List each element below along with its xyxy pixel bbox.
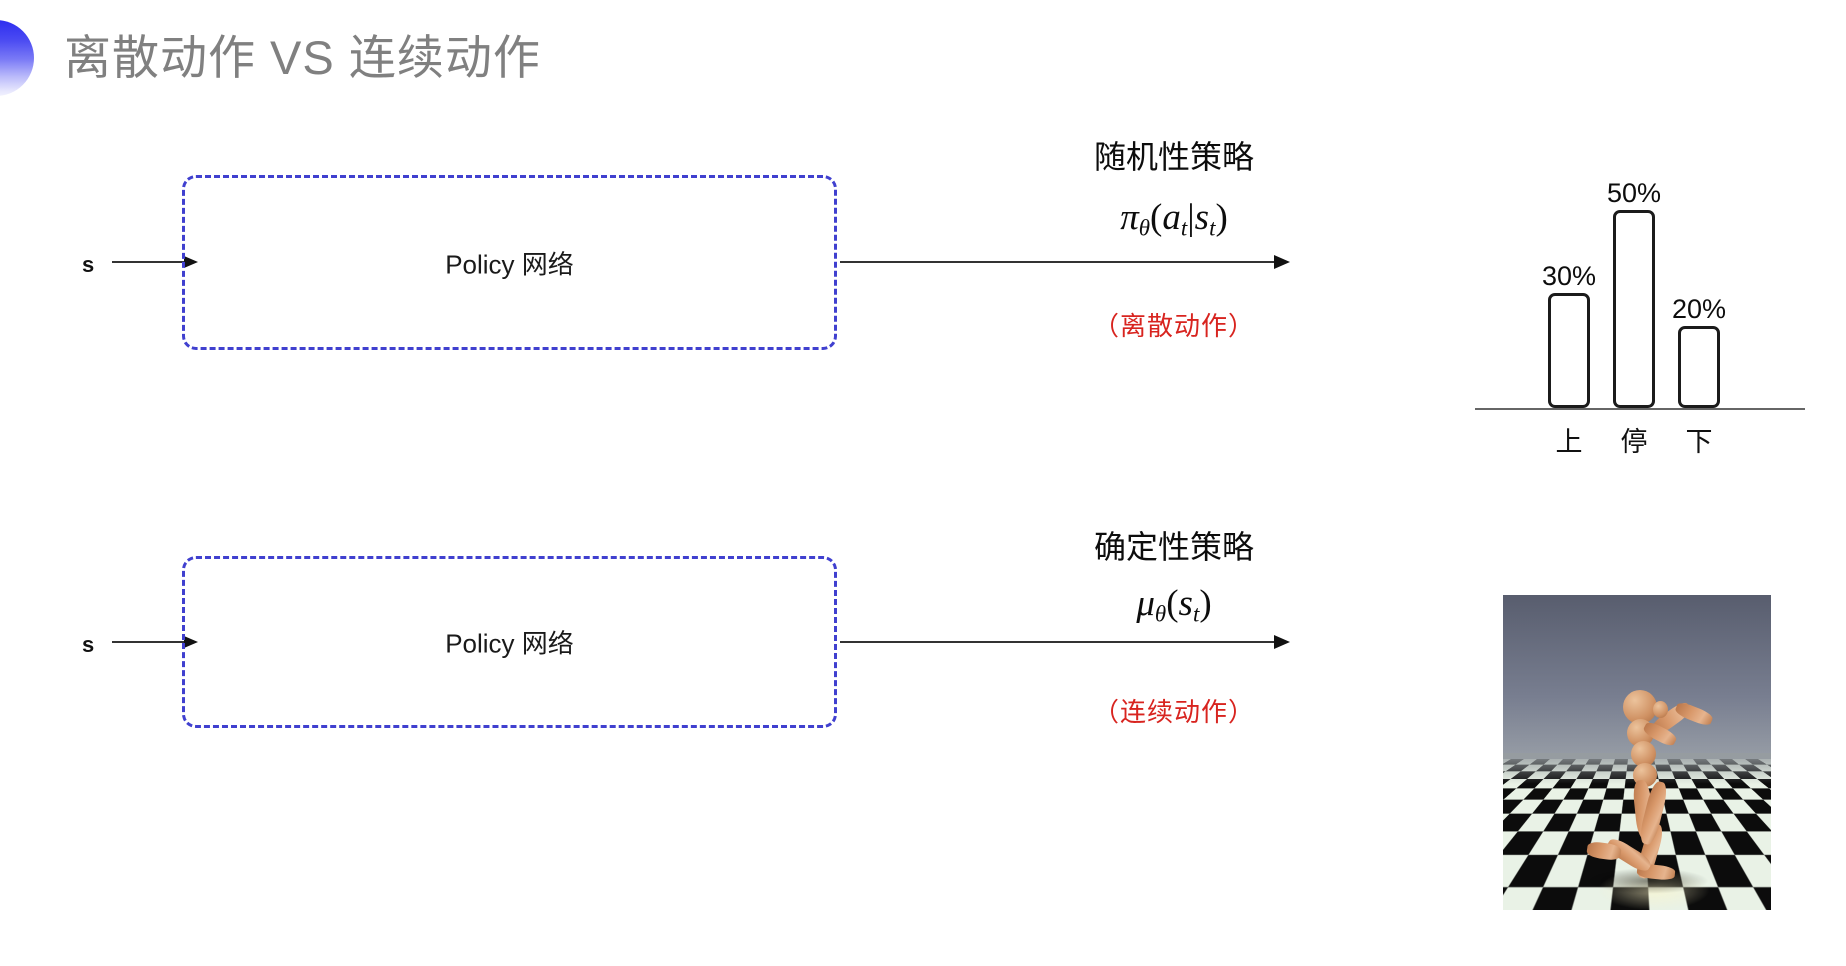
action-tag-row1: （离散动作） [1092,311,1256,341]
bar-stop [1613,210,1655,408]
formula-close-row1: ) [1215,197,1228,238]
formula-arg2-row1: s [1194,197,1210,238]
policy-network-box-row2[interactable]: Policy 网络 [182,556,837,728]
bar-value-up: 30% [1541,261,1597,291]
humanoid-head [1623,690,1657,724]
formula-arg1-sub-row2: t [1192,601,1200,627]
policy-network-label-row1: Policy 网络 [445,249,574,279]
formula-arg1-row1: a [1162,197,1181,238]
humanoid-simulation-image [1503,595,1771,910]
input-arrow-row2 [112,636,198,648]
formula-arg1-sub-row1: t [1180,215,1188,241]
state-label-row2: s [82,632,95,657]
formula-fn-row2: μ [1136,583,1155,624]
input-arrow-row1 [112,256,198,268]
bar-value-down: 20% [1671,294,1727,324]
formula-arg1-row2: s [1178,583,1193,624]
policy-network-label-row2: Policy 网络 [445,628,574,659]
formula-close-row2: ) [1199,583,1212,624]
page-title: 离散动作 VS 连续动作 [64,31,541,84]
policy-kind-row2: 确定性策略 [1093,529,1255,565]
formula-fn-row1: π [1120,197,1139,238]
chart-baseline-axis [1475,408,1805,410]
bar-category-stop: 停 [1620,427,1648,457]
formula-fn-sub-row1: θ [1138,215,1151,241]
formula-bar-row1: | [1187,197,1195,238]
action-tag-row2: （连续动作） [1092,697,1256,727]
action-distribution-bar-chart: 30% 50% 20% 上 停 下 [1470,95,1810,457]
humanoid-abdomen [1631,741,1656,767]
policy-formula-row1: πθ(at|st) [1120,196,1228,241]
formula-fn-sub-row2: θ [1154,601,1167,627]
formula-open-row2: ( [1166,583,1179,624]
policy-network-box-row1[interactable]: Policy 网络 [182,175,837,350]
bar-up [1548,293,1590,408]
bar-value-stop: 50% [1606,178,1662,208]
title-decoration-icon [0,20,34,96]
policy-kind-row1: 随机性策略 [1093,139,1255,175]
bar-category-down: 下 [1685,427,1713,457]
formula-arg2-sub-row1: t [1209,215,1216,241]
output-arrow-row1 [840,255,1290,269]
bar-down [1678,326,1720,408]
state-label-row1: s [82,252,95,277]
bar-category-up: 上 [1555,427,1583,457]
humanoid-hand-right [1653,701,1668,718]
policy-formula-row2: μθ(st) [1136,582,1211,627]
output-arrow-row2 [840,635,1290,649]
formula-open-row1: ( [1150,197,1163,238]
